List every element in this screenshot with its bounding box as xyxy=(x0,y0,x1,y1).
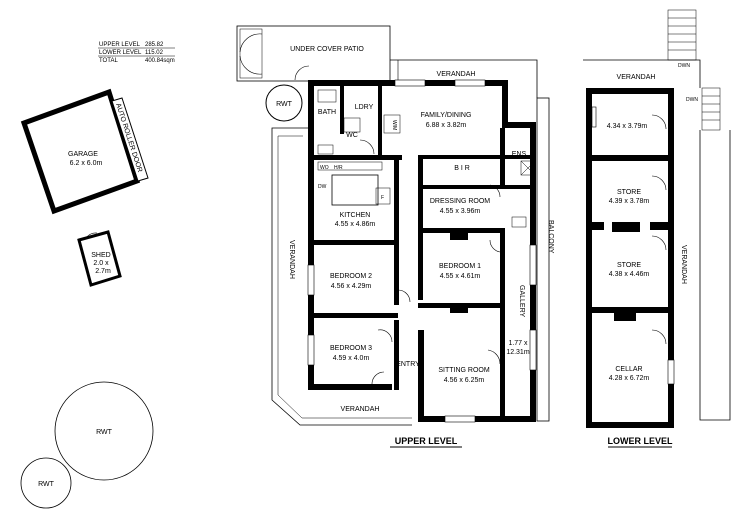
cellar-size: 4.28 x 6.72m xyxy=(609,375,650,382)
total-area-value: 400.84sqm xyxy=(145,58,175,64)
store2-size: 4.38 x 4.46m xyxy=(609,271,650,278)
garage-name: GARAGE xyxy=(68,151,98,158)
kitchen-dw-label: DW xyxy=(318,184,327,190)
laundry-label: LDRY xyxy=(355,104,374,111)
washing-machine-label: W/M xyxy=(391,120,397,130)
bath-label: BATH xyxy=(318,109,336,116)
patio-label: UNDER COVER PATIO xyxy=(290,46,364,53)
stairs-down-label-1: DWN xyxy=(678,63,690,69)
total-area-label: TOTAL xyxy=(99,58,118,64)
bedroom3-name: BEDROOM 3 xyxy=(330,345,372,352)
lower-level-area-value: 115.02 xyxy=(145,50,164,56)
sitting-room-name: SITTING ROOM xyxy=(438,367,490,374)
rwt-small-label: RWT xyxy=(38,481,55,488)
lower-level-title: LOWER LEVEL xyxy=(608,436,674,446)
kitchen-size: 4.55 x 4.86m xyxy=(335,221,376,228)
kitchen-name: KITCHEN xyxy=(340,212,371,219)
entry-label: ENTRY xyxy=(396,361,420,368)
balcony-label: BALCONY xyxy=(547,220,554,254)
lower-verandah-top-label: VERANDAH xyxy=(617,74,656,81)
family-dining-size: 6.88 x 3.82m xyxy=(426,122,467,129)
lower-level-area-label: LOWER LEVEL xyxy=(99,50,142,56)
family-dining-name: FAMILY/DINING xyxy=(421,112,472,119)
bedroom1-name: BEDROOM 1 xyxy=(439,263,481,270)
rwt-upper-label: RWT xyxy=(276,101,293,108)
aw-label: AW xyxy=(596,222,604,228)
shed: SHED 2.0 x 2.7m xyxy=(77,230,122,287)
kitchen-fridge-label: F xyxy=(381,195,384,201)
shed-size-2: 2.7m xyxy=(95,268,111,275)
store1-size: 4.39 x 3.78m xyxy=(609,198,650,205)
upper-level-area-value: 285.82 xyxy=(145,42,164,48)
upper-level-title: UPPER LEVEL xyxy=(395,436,458,446)
gallery-size-1: 1.77 x xyxy=(508,340,528,347)
stairs-down-label-2: DWN xyxy=(686,97,698,103)
lower-verandah-right-label: VERANDAH xyxy=(680,245,687,284)
verandah-bottom-label: VERANDAH xyxy=(341,406,380,413)
bedroom2-size: 4.56 x 4.29m xyxy=(331,283,372,290)
sitting-room-size: 4.56 x 6.25m xyxy=(444,377,485,384)
verandah-left-label: VERANDAH xyxy=(288,240,295,279)
kitchen-hr-label: H/R xyxy=(334,165,343,171)
dressing-room-size: 4.55 x 3.96m xyxy=(440,208,481,215)
gallery-label: GALLERY xyxy=(518,285,525,317)
upper-level-area-label: UPPER LEVEL xyxy=(99,42,141,48)
garage-size: 6.2 x 6.0m xyxy=(70,160,103,167)
shed-size-1: 2.0 x xyxy=(93,260,109,267)
rainwater-tanks: RWT RWT RWT xyxy=(20,84,303,509)
upper-level-plan: UNDER COVER PATIO VERANDAH VERANDAH VERA… xyxy=(236,25,554,448)
verandah-top-label: VERANDAH xyxy=(437,71,476,78)
store2-name: STORE xyxy=(617,262,641,269)
rwt-large-label: RWT xyxy=(96,429,113,436)
garage: AUTO ROLLER DOOR GARAGE 6.2 x 6.0m xyxy=(20,88,149,215)
wc-label: WC xyxy=(346,132,358,139)
shed-name: SHED xyxy=(91,252,110,259)
area-schedule: UPPER LEVEL 285.82 LOWER LEVEL 115.02 TO… xyxy=(98,42,175,64)
bedroom3-size: 4.59 x 4.0m xyxy=(333,355,370,362)
bedroom2-name: BEDROOM 2 xyxy=(330,273,372,280)
kitchen-wo-label: WO xyxy=(320,165,329,171)
ensuite-label: ENS xyxy=(512,151,527,158)
dressing-room-name: DRESSING ROOM xyxy=(430,198,490,205)
bedroom1-size: 4.55 x 4.61m xyxy=(440,273,481,280)
lower-level-plan: DWN DWN VERANDAH VERANDAH 4.34 x 3.79m S… xyxy=(583,9,731,448)
store1-name: STORE xyxy=(617,189,641,196)
bir-label: B I R xyxy=(454,165,470,172)
cellar-name: CELLAR xyxy=(615,366,642,373)
gallery-size-2: 12.31m xyxy=(506,349,530,356)
lower-top-room-size: 4.34 x 3.79m xyxy=(607,123,648,130)
